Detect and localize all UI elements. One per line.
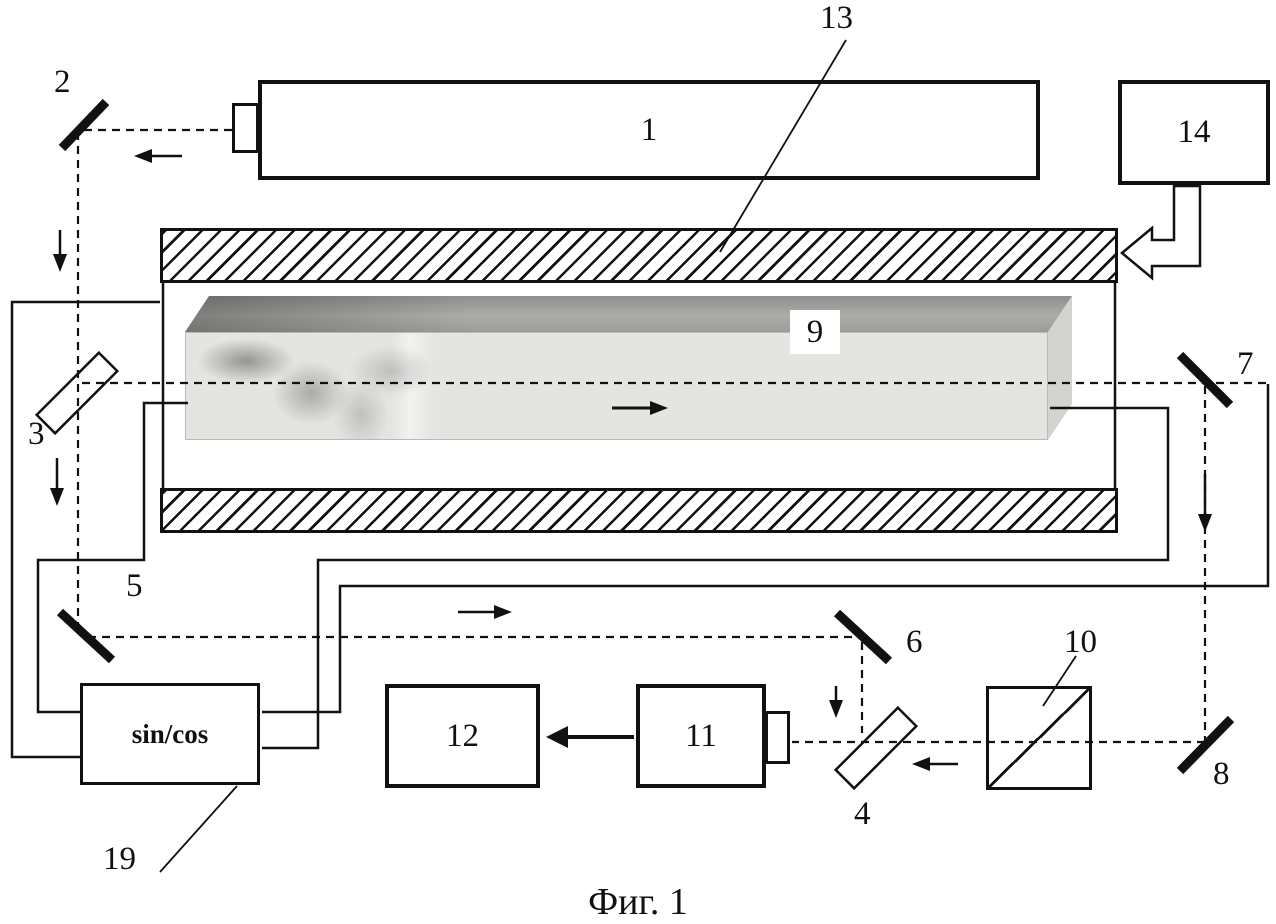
sample-crystal xyxy=(185,296,1072,440)
beamsplitter-plate-3-icon xyxy=(34,350,120,436)
figure-caption: Фиг. 1 xyxy=(588,881,688,923)
label-19: 19 xyxy=(103,841,136,877)
direction-arrows xyxy=(50,149,1212,771)
leader-line-13 xyxy=(719,39,847,253)
block-arrow-14-icon xyxy=(1120,184,1202,281)
photodetector-window-nub xyxy=(765,711,790,764)
label-11: 11 xyxy=(685,717,717,754)
label-10: 10 xyxy=(1064,624,1097,660)
optical-beams xyxy=(76,128,1268,744)
laser-output-nub xyxy=(232,103,259,153)
laser-box: 1 xyxy=(258,80,1040,180)
leader-line-19 xyxy=(159,785,238,873)
leader-line-10 xyxy=(1042,655,1077,707)
mirror-8-icon xyxy=(1176,715,1235,775)
arrow-right-lower-beam-head xyxy=(494,605,512,619)
arrow-left-under-laser-beam-head xyxy=(134,149,152,163)
arrow-left-to-splitter4-head xyxy=(912,757,930,771)
label-9-patch: 9 xyxy=(790,310,840,354)
label-13: 13 xyxy=(820,0,853,36)
arrow-down-to-splitter4-head xyxy=(829,700,843,718)
label-9: 9 xyxy=(806,313,824,350)
mirror-5-icon xyxy=(56,608,116,664)
furnace-top-wall xyxy=(160,228,1118,283)
label-7: 7 xyxy=(1237,346,1254,382)
furnace-bottom-wall xyxy=(160,488,1118,533)
mirror-7-icon xyxy=(1176,351,1234,409)
arrow-detector-to-recorder-head xyxy=(546,726,568,748)
wire-sample-right-to-sincos xyxy=(262,406,1170,750)
label-14: 14 xyxy=(1177,114,1211,150)
photodetector-box-11: 11 xyxy=(636,684,766,788)
label-1: 1 xyxy=(640,111,658,148)
label-12: 12 xyxy=(446,717,479,754)
recorder-box-12: 12 xyxy=(385,684,540,788)
label-6: 6 xyxy=(906,624,923,660)
unit-box-14: 14 xyxy=(1118,80,1270,185)
wire-sample-left-to-sincos xyxy=(36,401,188,714)
arrow-down-below-splitter3-head xyxy=(50,488,64,506)
arrow-down-right-beam-head xyxy=(1198,514,1212,532)
label-8: 8 xyxy=(1213,756,1230,792)
wire-right-branch-to-sincos xyxy=(262,384,1270,714)
arrow-down-below-mirror2-head xyxy=(53,254,67,272)
label-3: 3 xyxy=(28,416,45,452)
label-4: 4 xyxy=(854,796,871,832)
leader-lines xyxy=(159,39,1077,873)
beamsplitter-cube-10 xyxy=(986,686,1092,790)
mirror-2-icon xyxy=(58,98,110,152)
label-2: 2 xyxy=(54,64,71,100)
sample-top-face xyxy=(185,296,1072,332)
mirror-6-icon xyxy=(833,609,893,665)
label-5: 5 xyxy=(126,568,143,604)
signal-wires xyxy=(10,300,1270,759)
sincos-label: sin/cos xyxy=(131,718,209,749)
sample-front-face xyxy=(185,332,1048,440)
sincos-converter-box: sin/cos xyxy=(80,683,260,785)
mirrors xyxy=(56,98,1235,775)
wire-furnace-to-sincos xyxy=(10,300,160,759)
beamsplitter-plate-4-icon xyxy=(833,705,919,791)
arrow-right-in-sample-head xyxy=(650,401,668,415)
